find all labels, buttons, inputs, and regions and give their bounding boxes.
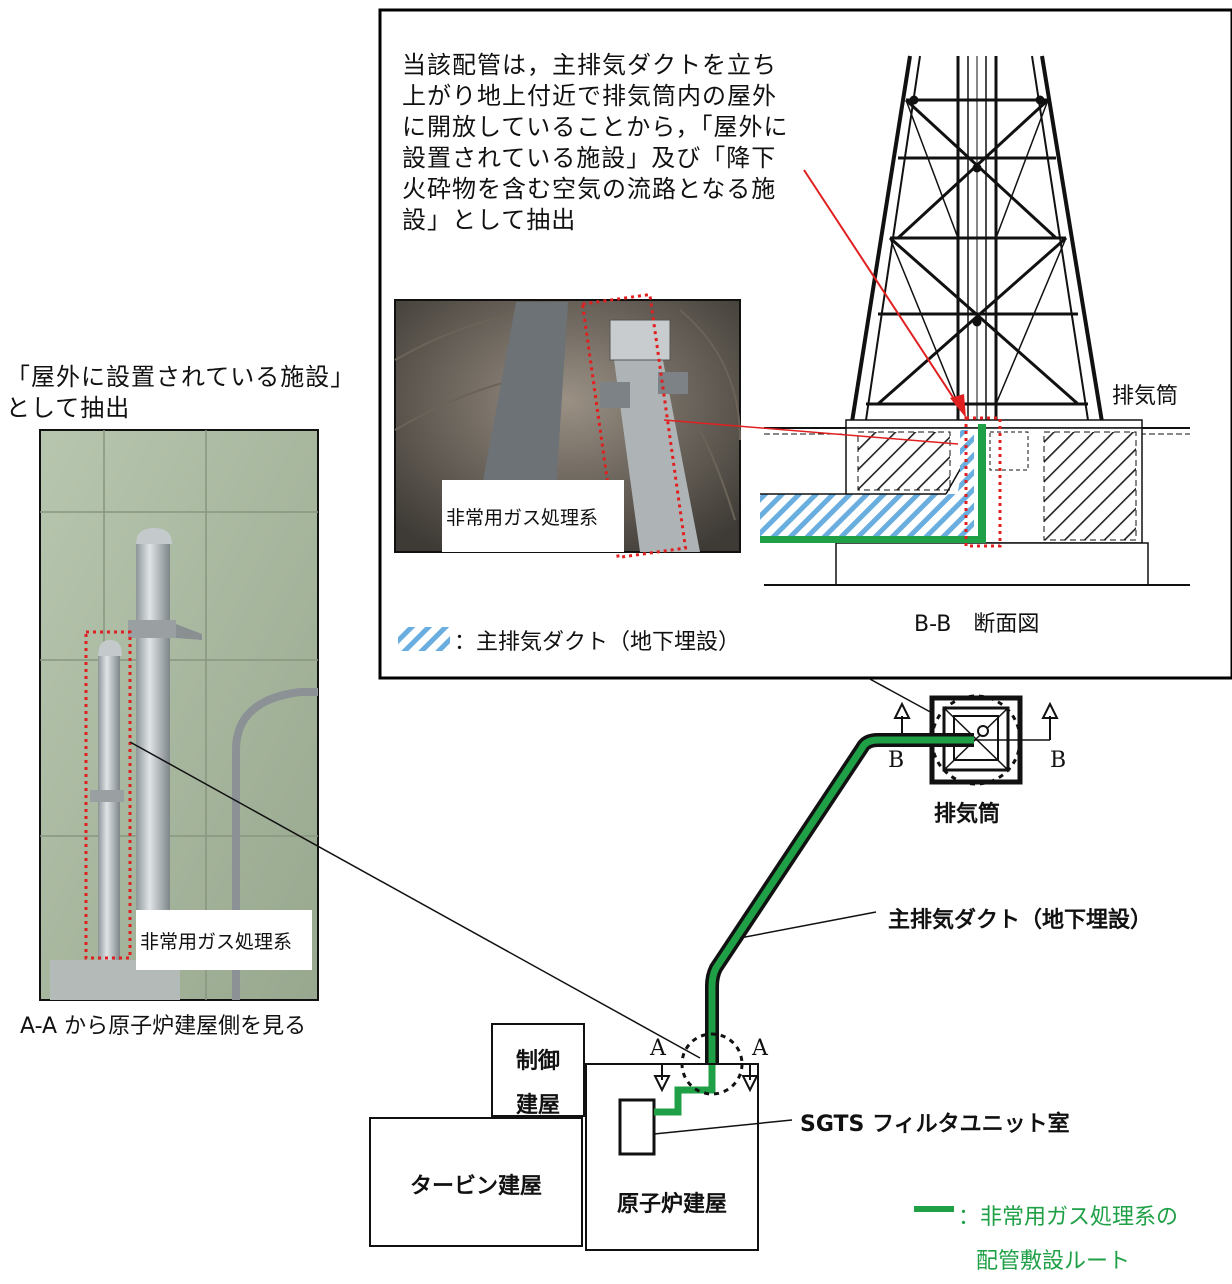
sgts-room — [618, 1098, 656, 1156]
top-note-line: 設置されている施設」及び「降下 — [402, 144, 777, 172]
reactor-building — [585, 1063, 759, 1251]
turbine-building-label: タービン建屋 — [409, 1174, 542, 1199]
mark-a-right: A — [752, 1036, 768, 1061]
sgts-label: SGTS フィルタユニット室 — [800, 1112, 1070, 1137]
control-building-line: 制御 — [515, 1049, 560, 1074]
panel-to-stack-line — [867, 677, 935, 715]
turbine-building — [369, 1117, 583, 1247]
duct-route-green — [708, 736, 974, 1064]
top-note: 当該配管は，主排気ダクトを立ち 上がり地上付近で排気筒内の屋外 に開放しているこ… — [402, 50, 822, 236]
photo-to-aa-line — [129, 741, 701, 1059]
stack-label-plan: 排気筒 — [934, 802, 1001, 827]
top-note-line: に開放していることから，「屋外に — [402, 113, 789, 141]
legend-pipe-line: 配管敷設ルート — [976, 1249, 1131, 1274]
duct-label: 主排気ダクト（地下埋設） — [888, 908, 1153, 933]
photo-to-section-line — [663, 419, 959, 445]
control-building-label: 制御 建屋 — [492, 1040, 584, 1128]
pipe-route-indoor — [654, 1064, 716, 1116]
photo-top-label: 非常用ガス処理系 — [442, 480, 624, 552]
legend-pipe-text: ：非常用ガス処理系の 配管敷設ルート — [958, 1196, 1178, 1284]
section-caption: B-B 断面図 — [914, 612, 1040, 637]
reactor-building-label: 原子炉建屋 — [616, 1192, 727, 1217]
section-mark-aa — [653, 1032, 759, 1096]
stack-tower-drawing — [850, 55, 1104, 423]
legend-pipe-line: ：非常用ガス処理系の — [958, 1205, 1179, 1230]
top-note-line: 上がり地上付近で排気筒内の屋外 — [402, 82, 777, 110]
mark-a-left: A — [650, 1036, 666, 1061]
note-arrow-line — [803, 169, 961, 409]
note-arrow-head — [950, 394, 966, 418]
photo-left-caption: A-A から原子炉建屋側を見る — [20, 1014, 307, 1039]
control-building-line: 建屋 — [515, 1093, 560, 1118]
control-building — [491, 1023, 585, 1117]
left-note-line: として抽出 — [6, 394, 131, 422]
foundation-section — [760, 416, 1190, 586]
legend-duct-swatch — [398, 627, 450, 651]
photo-left-label: 非常用ガス処理系 — [136, 910, 312, 970]
legend-duct-text: ：主排気ダクト（地下埋設） — [454, 630, 741, 655]
stack-label-section: 排気筒 — [1112, 378, 1179, 410]
mark-b-right: B — [1050, 748, 1067, 773]
stack-plan — [893, 694, 1059, 786]
top-note-line: 火砕物を含む空気の流路となる施 — [402, 175, 777, 203]
left-note: 「屋外に設置されている施設」 として抽出 — [6, 362, 386, 424]
top-note-line: 設」として抽出 — [402, 206, 577, 234]
sgts-label-line — [653, 1119, 793, 1135]
mark-b-left: B — [888, 748, 905, 773]
legend-pipe-swatch — [914, 1206, 954, 1212]
photo-building-wall — [39, 429, 319, 1001]
left-note-line: 「屋外に設置されている施設」 — [6, 363, 356, 391]
top-note-line: 当該配管は，主排気ダクトを立ち — [402, 51, 777, 79]
duct-label-line — [739, 911, 877, 939]
